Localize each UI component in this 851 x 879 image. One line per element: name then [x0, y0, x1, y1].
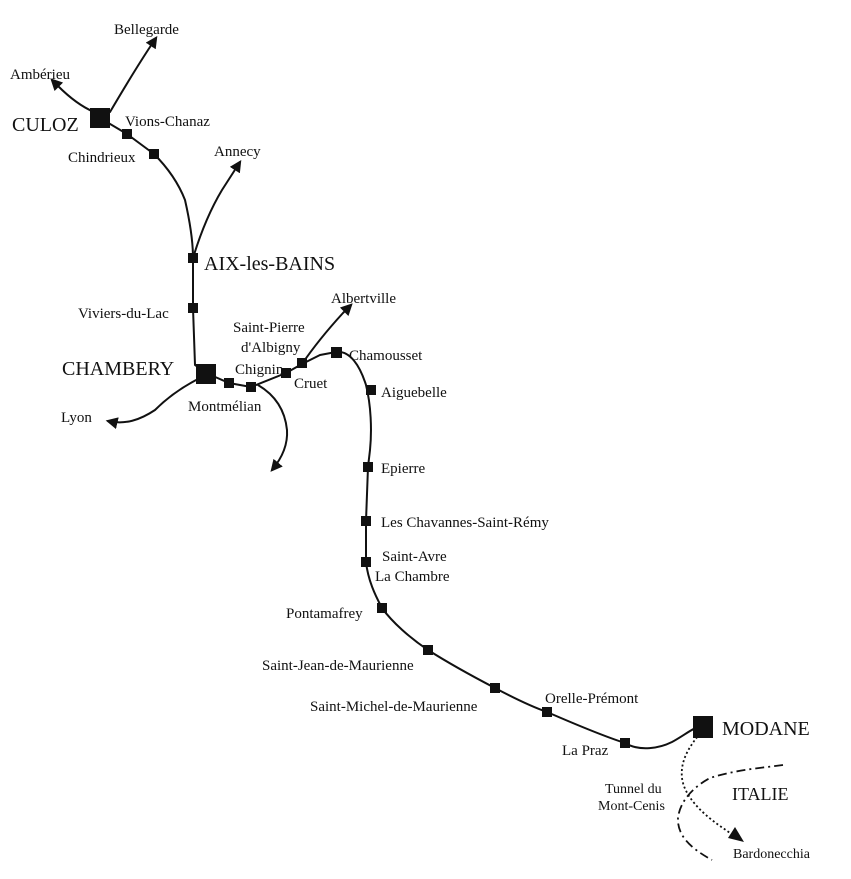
label-bardonecchia: Bardonecchia [733, 847, 811, 862]
label-orelle: Orelle-Prémont [545, 691, 639, 707]
label-tunnel-line2: Mont-Cenis [598, 799, 665, 814]
station-epierre-marker [363, 462, 373, 472]
branch-annecy [192, 159, 242, 259]
label-italie: ITALIE [732, 784, 789, 804]
label-bellegarde: Bellegarde [114, 22, 179, 38]
station-chindrieux-marker [149, 149, 159, 159]
station-modane-marker [693, 716, 713, 738]
branch-lyon [105, 377, 201, 430]
station-vions-chanaz-marker [122, 129, 132, 139]
tunnel-line [680, 729, 734, 836]
branch-albertville [301, 303, 353, 365]
branch-bellegarde [109, 36, 158, 113]
label-amberieu: Ambérieu [10, 67, 70, 83]
label-modane: MODANE [722, 718, 810, 740]
bardonecchia-arrowhead [728, 827, 744, 842]
label-vions-chanaz: Vions-Chanaz [125, 114, 210, 130]
label-chignin: Chignin [235, 362, 284, 378]
station-saint-jean-marker [423, 645, 433, 655]
italy-border [677, 764, 784, 861]
label-saint-avre: Saint-Avre [382, 549, 447, 565]
station-chambery-marker [196, 364, 216, 384]
station-chamousset-marker [331, 347, 342, 358]
station-aix-les-bains-marker [188, 253, 198, 263]
label-aix-les-bains: AIX-les-BAINS [204, 253, 335, 275]
label-saint-pierre-line2: d'Albigny [241, 340, 301, 356]
station-pontamafrey-marker [377, 603, 387, 613]
main-line-chambery-modane [205, 350, 704, 750]
label-culoz: CULOZ [12, 114, 79, 136]
label-epierre: Epierre [381, 461, 425, 477]
station-la-praz-marker [620, 738, 630, 748]
station-saint-pierre-marker [297, 358, 307, 368]
station-orelle-marker [542, 707, 552, 717]
label-albertville: Albertville [331, 291, 396, 307]
station-montmelian-marker [246, 382, 256, 392]
station-chignin-marker [224, 378, 234, 388]
label-cruet: Cruet [294, 376, 328, 392]
label-viviers-du-lac: Viviers-du-Lac [78, 306, 169, 322]
label-les-chavannes: Les Chavannes-Saint-Rémy [381, 515, 549, 531]
label-montmelian: Montmélian [188, 399, 262, 415]
station-aiguebelle-marker [366, 385, 376, 395]
branch-south [257, 384, 289, 472]
label-chamousset: Chamousset [349, 348, 423, 364]
station-culoz-marker [90, 108, 110, 128]
label-aiguebelle: Aiguebelle [381, 385, 447, 401]
branch-amberieu [50, 78, 95, 113]
label-chambery: CHAMBERY [62, 358, 174, 380]
station-cruet-marker [281, 368, 291, 378]
label-la-praz: La Praz [562, 743, 609, 759]
label-tunnel-line1: Tunnel du [605, 782, 662, 797]
label-lyon: Lyon [61, 410, 92, 426]
label-chindrieux: Chindrieux [68, 150, 136, 166]
station-viviers-du-lac-marker [188, 303, 198, 313]
label-la-chambre: La Chambre [375, 569, 450, 585]
label-annecy: Annecy [214, 144, 261, 160]
label-pontamafrey: Pontamafrey [286, 606, 363, 622]
label-saint-jean: Saint-Jean-de-Maurienne [262, 658, 414, 674]
label-saint-pierre-line1: Saint-Pierre [233, 320, 305, 336]
station-saint-michel-marker [490, 683, 500, 693]
station-les-chavannes-marker [361, 516, 371, 526]
station-saint-avre-marker [361, 557, 371, 567]
label-saint-michel: Saint-Michel-de-Maurienne [310, 699, 478, 715]
